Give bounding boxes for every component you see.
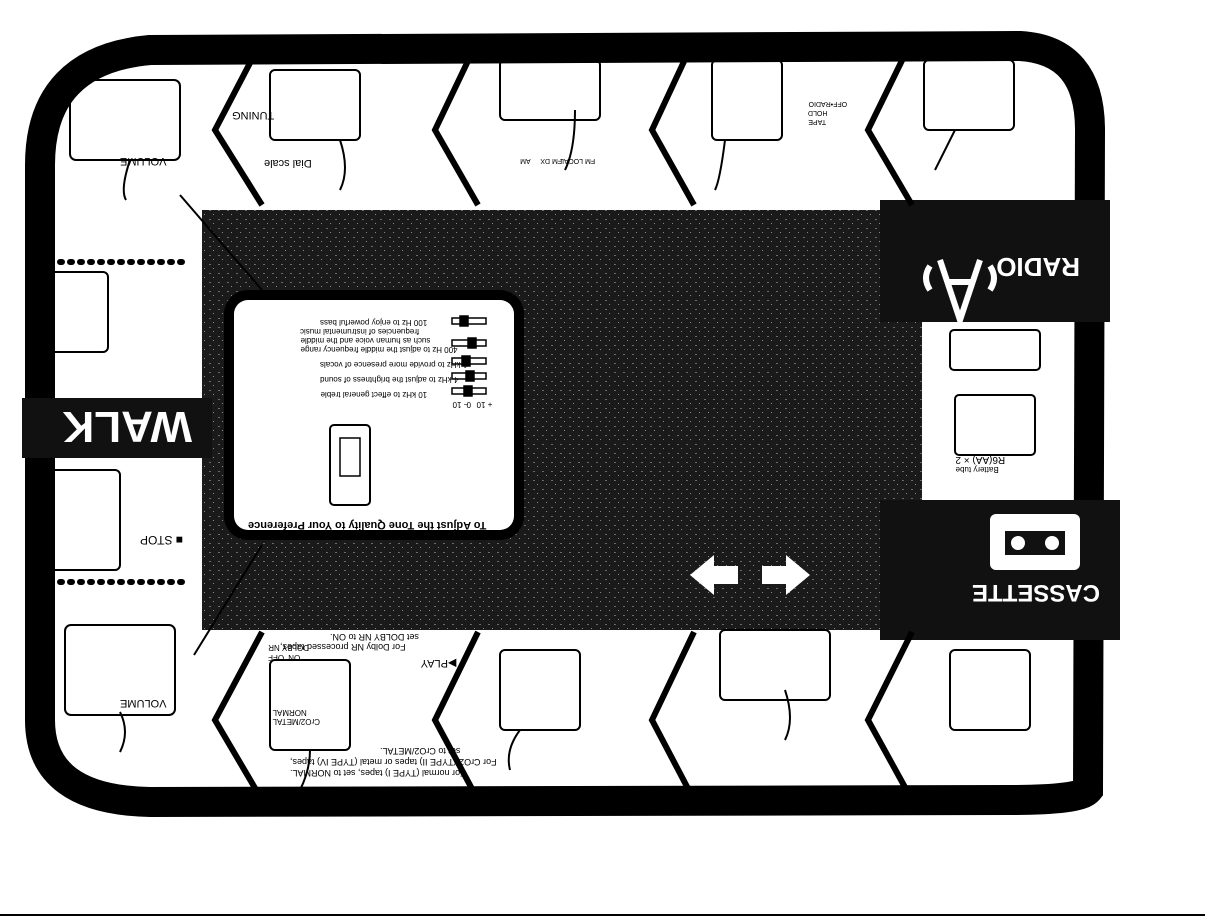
scale-plus: + 10 [476,400,492,409]
note-tape-1: For normal (TYPE I) tapes, set to NORMAL… [290,768,466,778]
label-battery: R6(AA) × 2 [955,454,1005,465]
callout-lines [179,194,263,656]
step-chevrons [211,38,915,802]
tone-item-1: 4 kHz to adjust the brightness of sound [320,375,458,384]
switch-tape-1: NORMAL [272,708,307,717]
label-volume-bottom: VOLUME [120,697,166,709]
cassette-section: CASSETTE [972,514,1100,606]
tone-items: 10 kHz to effect general treble 4 kHz to… [300,318,467,399]
label-dial-scale: Dial scale [264,157,312,169]
switch-band-1: AM [520,157,531,164]
antenna-icon [923,259,997,330]
scale-minus: − 10 [452,400,468,409]
tone-title: To Adjust the Tone Quality to Your Prefe… [248,519,486,531]
tone-item-3-line-2: such as human voice and the middle [300,336,430,345]
walkman-mini-icon [329,424,371,506]
switch-dolby-1: OFF [268,653,284,662]
tone-item-3-line-3: frequencies of instrumental music [300,327,419,336]
brand-band [22,398,212,458]
note-dolby-2: set DOLBY NR to ON. [330,632,419,642]
device-sketches [39,59,1041,791]
radio-label: RADIO [996,252,1080,282]
label-volume-top: VOLUME [120,155,166,167]
label-tuning: TUNING [232,109,274,121]
tone-scale: − 10 0 + 10 [452,400,492,409]
switch-tape-2: CrO2/METAL [272,717,320,726]
switch-band-3: FM LOCAL [560,157,595,164]
tone-item-4: 100 Hz to enjoy powerful bass [320,318,427,327]
switch-band-2: FM DX [540,157,562,164]
switch-radio-3: TAPE [808,118,826,125]
cassette-label: CASSETTE [972,579,1100,606]
step-labels: VOLUME Dial scale TUNING VOLUME ■ STOP ▶… [120,100,1005,778]
tone-box-text: To Adjust the Tone Quality to Your Prefe… [248,519,486,531]
tone-sliders [451,315,487,397]
direction-arrows [690,555,810,595]
switch-dolby-2: ON [288,653,300,662]
tone-item-0: 10 kHz to effect general treble [320,390,427,399]
label-battery-tube: Battery tube [955,465,999,474]
switch-radio-2: HOLD [808,109,827,116]
tone-item-3: 400 Hz to adjust the middle frequency ra… [300,345,458,354]
label-stop: ■ STOP [140,533,183,547]
note-tape-3: set to CrO2/METAL. [380,746,460,756]
note-dolby-1: For Dolby NR processed tapes, [280,642,406,652]
brand-fragment: WALK [62,402,192,451]
tone-box: To Adjust the Tone Quality to Your Prefe… [224,290,524,540]
switch-dolby-3: DOLBY NR [268,643,309,652]
cassette-icon [990,514,1080,570]
switch-radio-1: OFF•RADIO [808,100,847,107]
note-tape-2: For CrO2 (TYPE II) tapes or metal (TYPE … [290,757,497,767]
radio-section: RADIO [923,252,1080,330]
tone-item-2: 1 kHz to provide more presence of vocals [320,360,467,369]
scan-edge-line [0,914,1205,916]
scale-zero: 0 [466,400,471,409]
label-play: ▶PLAY [420,657,456,669]
radio-band [880,200,1110,322]
